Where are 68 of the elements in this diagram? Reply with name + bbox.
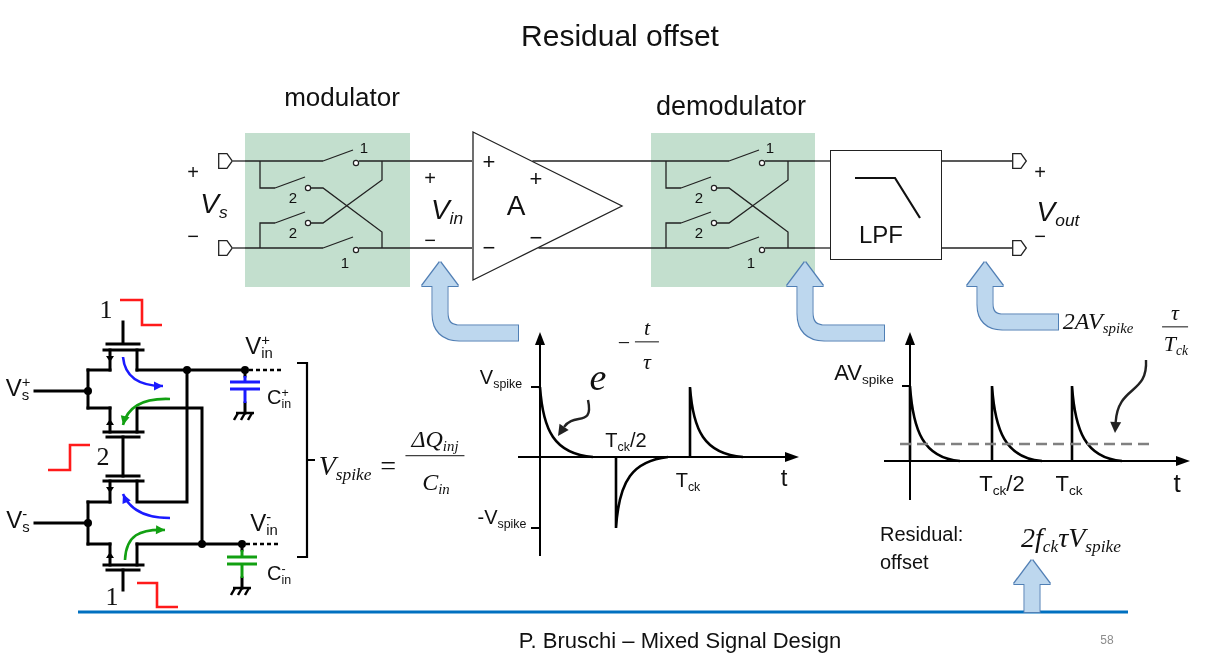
footer-text: P. Bruschi – Mixed Signal Design	[518, 628, 842, 654]
tick-label: T$_{ck}$	[675, 468, 701, 492]
polarity-sign: −	[187, 224, 199, 248]
switch-phase-number: 1	[359, 139, 369, 157]
tick-label: T$_{ck}$/2	[605, 428, 647, 452]
block-arrow	[1014, 560, 1050, 612]
switch-phase-number: 1	[746, 254, 756, 272]
switch-phase-number: 2	[694, 224, 704, 242]
page-number: 58	[1100, 634, 1114, 648]
wire	[814, 160, 831, 162]
block-heading: demodulator	[655, 91, 807, 123]
leader-arrow	[556, 399, 591, 436]
formula-numerator: ΔQ$_{inj}$	[405, 426, 465, 456]
terminal-port	[1012, 153, 1027, 169]
switch-phase-number: 1	[340, 254, 350, 272]
wire	[409, 160, 473, 162]
gain-label: A	[506, 189, 526, 223]
caption-text: Residual: offset	[880, 522, 965, 575]
formula-text: 2AV$_{spike}$	[1062, 308, 1134, 336]
formula-denominator: T$_{ck}$	[1163, 331, 1189, 357]
wire	[814, 247, 831, 249]
tick-label: V$_{spike}$	[479, 365, 523, 389]
tick-label: T$_{ck}$/2	[979, 471, 1025, 497]
axis-label: t	[1173, 469, 1181, 499]
wire	[537, 247, 652, 249]
formula-numerator: τ	[1162, 300, 1188, 328]
tick-label: T$_{ck}$	[1055, 471, 1083, 497]
block-arrow	[967, 262, 1058, 330]
formula-text: 2f$_{ck}$τV$_{spike}$	[1021, 521, 1121, 555]
switch-phase-number: 2	[694, 189, 704, 207]
switch-phase-number: 2	[288, 189, 298, 207]
formula-denominator: C$_{in}$	[422, 469, 450, 497]
voltage-label: V$_{s}$	[200, 187, 228, 221]
polarity-sign: +	[187, 160, 199, 184]
polarity-sign: +	[424, 166, 436, 190]
block-label: LPF	[859, 221, 903, 249]
terminal-port	[218, 240, 233, 256]
wire	[941, 247, 1013, 249]
polarity-sign: −	[529, 225, 543, 251]
wire	[409, 247, 473, 249]
leader-arrow	[1110, 360, 1148, 433]
wire	[232, 160, 246, 162]
block-heading: modulator	[284, 83, 400, 113]
terminal-port	[1012, 240, 1027, 256]
wire	[531, 160, 652, 162]
switch-phase-number: 2	[288, 224, 298, 242]
formula-sign: −	[617, 330, 631, 356]
formula-base: e	[589, 356, 607, 400]
slide-title: Residual offset	[521, 18, 719, 54]
voltage-label: V$_{in}$	[430, 193, 464, 227]
polarity-sign: −	[424, 228, 436, 252]
filter-block	[830, 150, 942, 260]
wire	[232, 247, 246, 249]
polarity-sign: +	[529, 166, 543, 192]
wire	[941, 160, 1013, 162]
switch-phase-number: 1	[765, 139, 775, 157]
tick-label: -V$_{spike}$	[477, 505, 527, 529]
polarity-sign: +	[1034, 160, 1046, 184]
formula-text: V$_{spike}$ =	[318, 449, 398, 483]
formula-numerator: t	[634, 315, 660, 343]
polarity-sign: −	[482, 235, 496, 261]
axis-label: t	[780, 464, 788, 492]
block-arrow	[787, 262, 884, 341]
block-arrow	[422, 262, 518, 341]
polarity-sign: +	[482, 149, 496, 175]
terminal-port	[218, 153, 233, 169]
tick-label: AV$_{spike}$	[834, 360, 894, 386]
formula-denominator: τ	[643, 349, 651, 375]
